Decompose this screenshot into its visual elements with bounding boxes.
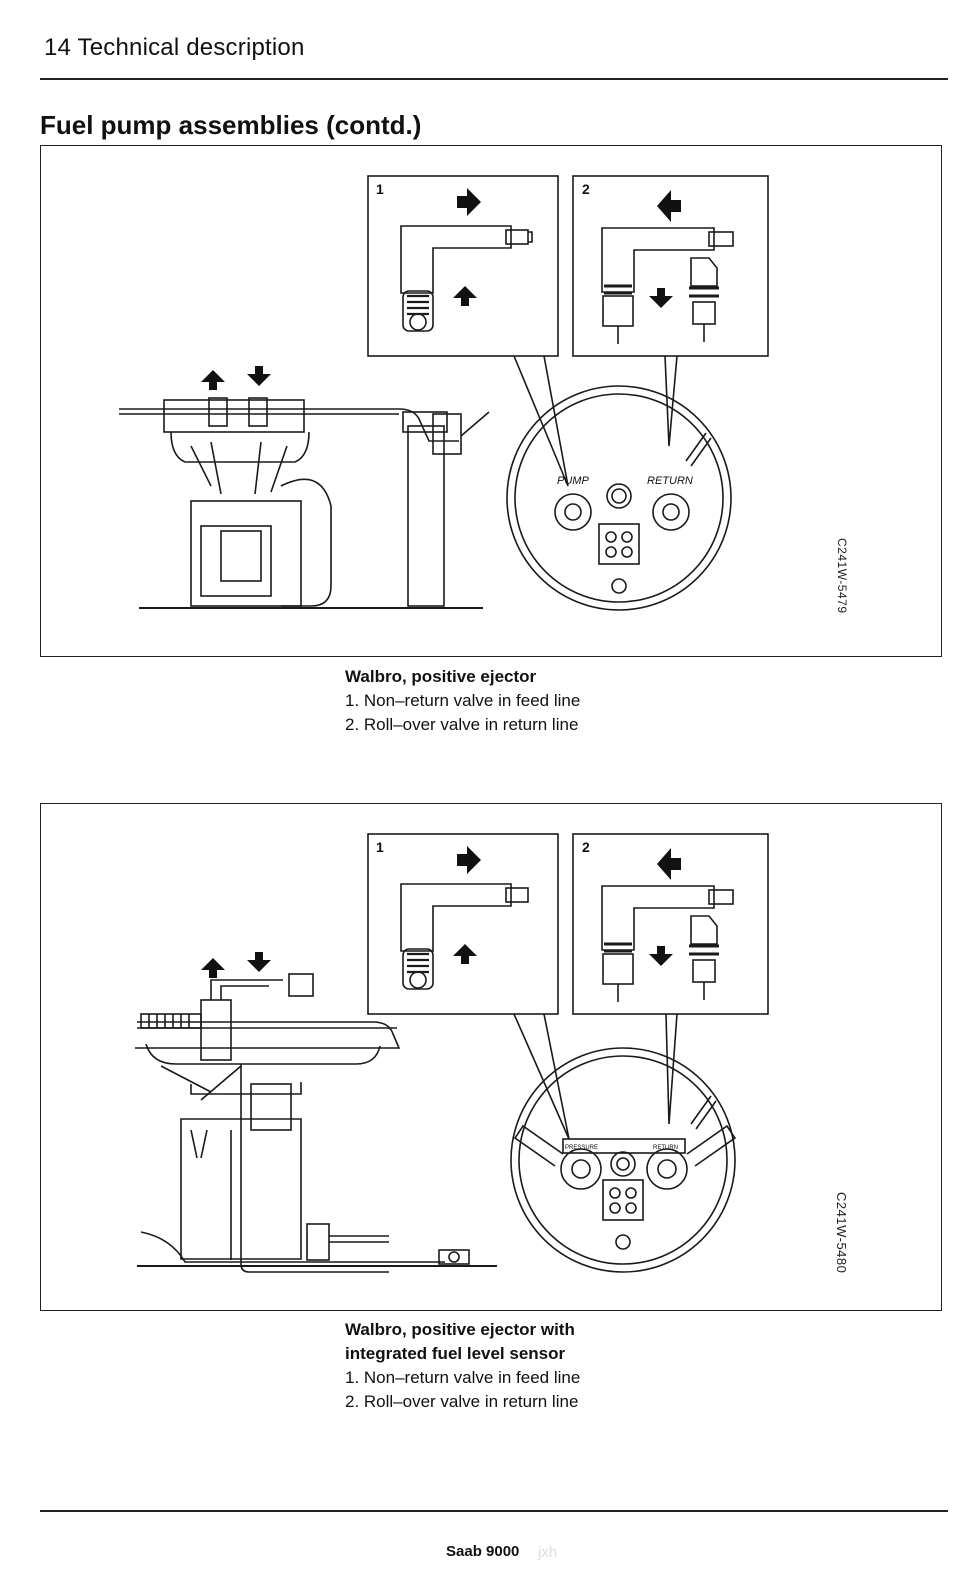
caption-item: 1. Non–return valve in feed line [345,1368,581,1387]
caption-title: Walbro, positive ejector [345,667,537,686]
inset-number-2: 2 [582,181,590,197]
inset-frame-2 [572,175,769,357]
flow-arrow-down-icon [247,952,271,972]
diagram-fuel-pump-2: 1 2 PRESSURE RETURN [135,833,769,1273]
figure-caption-2: Walbro, positive ejector with integrated… [345,1318,580,1414]
footer-watermark: jxh [538,1544,558,1561]
caption-title-line2: integrated fuel level sensor [345,1344,566,1363]
flow-arrow-down-icon [247,366,271,386]
port-label-return: RETURN [647,475,693,487]
footer-divider [40,1510,948,1512]
flow-arrow-right-icon [457,846,481,874]
page-header-title: 14 Technical description [44,34,305,61]
footer-model-name: Saab 9000 [446,1543,520,1560]
flow-arrow-left-icon [657,190,681,222]
inset-number-1: 1 [376,839,384,855]
caption-title-line1: Walbro, positive ejector with [345,1320,575,1339]
flow-arrow-up-icon [453,944,477,964]
flow-arrow-down-icon [649,288,673,308]
inset-number-2: 2 [582,839,590,855]
flow-arrow-down-icon [649,946,673,966]
header-divider [40,78,948,80]
caption-item: 2. Roll–over valve in return line [345,1392,579,1411]
port-label-pump: PUMP [557,475,589,487]
caption-item: 1. Non–return valve in feed line [345,691,581,710]
flow-arrow-up-icon [201,370,225,390]
caption-item: 2. Roll–over valve in return line [345,715,579,734]
port-label-return: RETURN [653,1145,678,1151]
figure-walbro-positive-ejector: 1 2 PUMP RETURN C241W-5479 [40,145,942,657]
figure-code: C241W-5480 [834,1192,849,1274]
port-label-pressure: PRESSURE [565,1145,598,1151]
section-title: Fuel pump assemblies (contd.) [40,110,422,140]
inset-frame-2 [572,833,769,1015]
inset-frame-1 [367,175,559,357]
flow-arrow-up-icon [201,958,225,978]
figure-code: C241W-5479 [835,538,849,614]
figure-walbro-positive-ejector-level-sensor: 1 2 PRESSURE RETURN C241W-5480 [40,803,942,1311]
figure-caption-1: Walbro, positive ejector 1. Non–return v… [345,665,580,737]
flow-arrow-left-icon [657,848,681,880]
inset-frame-1 [367,833,559,1015]
flow-arrow-up-icon [453,286,477,306]
diagram-fuel-pump-1: 1 2 PUMP RETURN [119,175,769,611]
flow-arrow-right-icon [457,188,481,216]
inset-number-1: 1 [376,181,384,197]
